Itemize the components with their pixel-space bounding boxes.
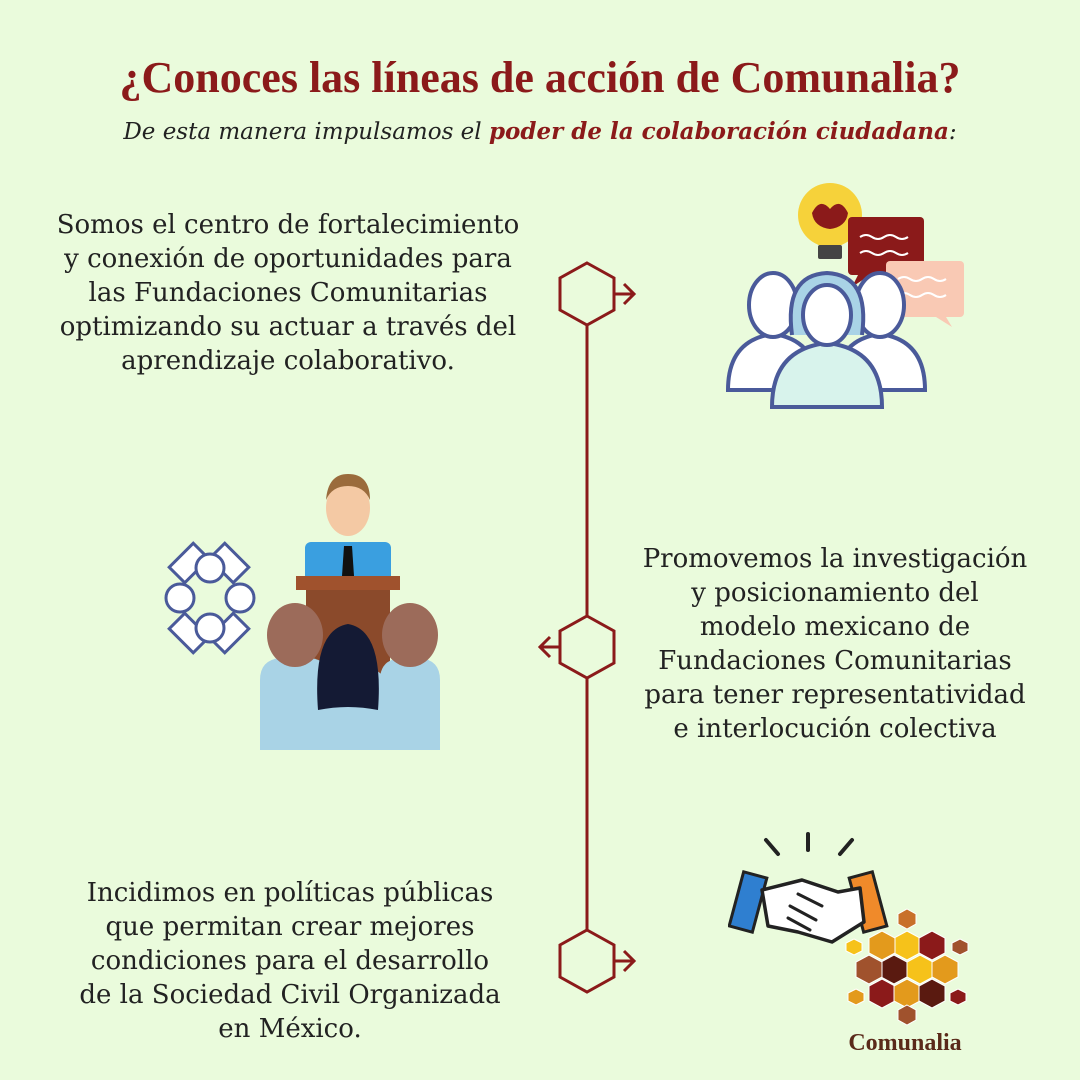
action-line-2: Promovemos la investigación y posicionam… [642, 544, 1028, 744]
arrow-right-icon [614, 949, 637, 973]
action-line-1: Somos el centro de fortalecimiento y con… [56, 210, 520, 376]
hexagon-icon [558, 928, 616, 994]
speech-bubble-icon [848, 217, 924, 287]
hexagon-icon [558, 614, 616, 680]
page-title: ¿Conoces las líneas de acción de Comunal… [119, 53, 961, 102]
hexagon-icon [558, 261, 616, 327]
speaker-audience-illustration [164, 474, 440, 750]
subtitle-highlight: poder de la colaboración ciudadana [488, 118, 949, 145]
comunalia-logo-mark [845, 908, 969, 1026]
logo-text: Comunalia [848, 1030, 962, 1056]
team-brainstorm-illustration [725, 183, 964, 409]
page-subtitle: De esta manera impulsamos el poder de la… [0, 118, 1080, 145]
audience-icon [260, 603, 440, 750]
arrow-left-icon [537, 635, 560, 659]
action-line-3: Incidimos en políticas públicas que perm… [79, 878, 501, 1044]
lightbulb-icon [798, 183, 862, 259]
person-icon [769, 270, 885, 409]
arrow-right-icon [614, 282, 637, 306]
handshake-icon [728, 832, 889, 944]
subtitle-pre: De esta manera impulsamos el [123, 119, 489, 145]
joined-hands-icon [164, 541, 256, 655]
speaker-icon [305, 474, 391, 592]
subtitle-post: : [948, 119, 957, 145]
